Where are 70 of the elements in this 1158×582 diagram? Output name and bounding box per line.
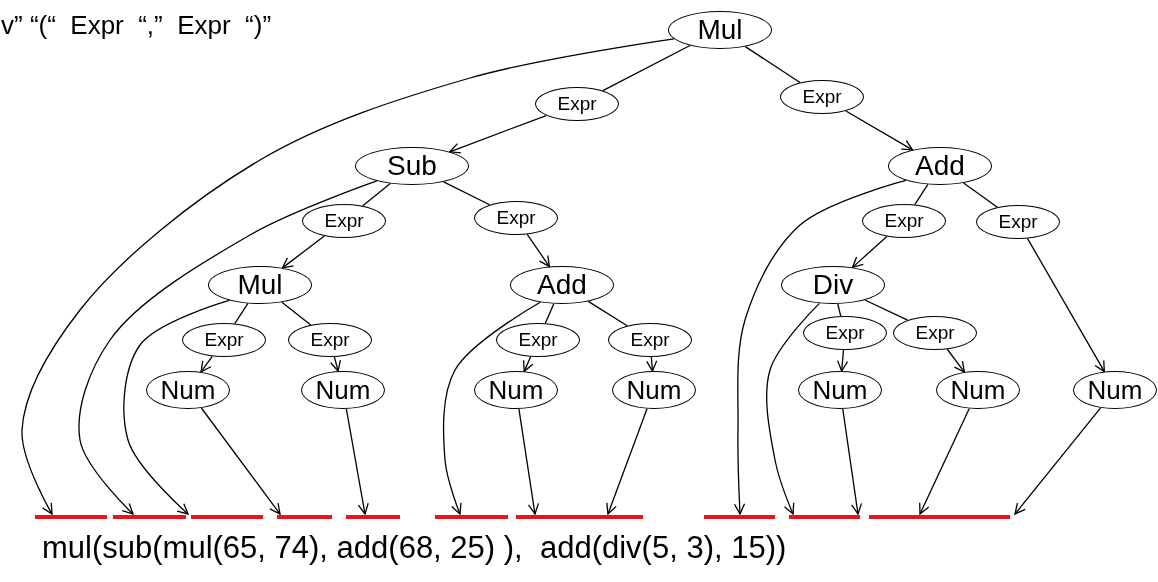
underline-bar	[789, 515, 860, 519]
connector-line	[587, 300, 628, 327]
underline-bar	[191, 515, 263, 519]
arrow	[733, 179, 907, 515]
connector-line	[914, 183, 929, 206]
underline-bar	[113, 515, 186, 519]
parse-tree-node: Num	[146, 371, 230, 409]
parse-tree-node: Num	[474, 371, 558, 409]
parse-tree-node: Expr	[496, 323, 580, 357]
arrow	[345, 408, 369, 515]
parse-tree-node: Num	[612, 371, 696, 409]
underline-bar	[704, 515, 775, 519]
parse-tree-node: Expr	[780, 80, 864, 114]
arrow	[281, 235, 325, 269]
arrow	[836, 349, 849, 372]
parse-tree-node: Expr	[608, 323, 692, 357]
parse-tree-node: Expr	[803, 316, 887, 350]
parse-tree-node: Expr	[862, 204, 946, 238]
connector-line	[602, 44, 691, 92]
connector-line	[864, 299, 909, 321]
arrow	[526, 233, 550, 268]
parse-tree-node: Expr	[474, 201, 558, 235]
parse-tree-node: Expr	[288, 323, 372, 357]
arrow	[330, 356, 342, 372]
arrow	[449, 114, 547, 154]
connector-line	[744, 45, 801, 84]
parse-tree-node: Expr	[302, 204, 386, 238]
arrow	[606, 408, 648, 515]
parse-tree-node: Add	[888, 147, 992, 185]
parse-tree-node: Num	[1073, 371, 1157, 409]
parse-tree-node: Sub	[355, 147, 469, 185]
arrow	[946, 348, 966, 373]
arrow	[523, 356, 534, 372]
connector-line	[442, 181, 491, 206]
parse-tree-node: Mul	[668, 11, 772, 49]
arrow	[766, 302, 821, 515]
underline-bar	[277, 515, 332, 519]
arrow	[1014, 407, 1102, 515]
parse-tree-node: Expr	[182, 323, 266, 357]
underline-bar	[435, 515, 508, 519]
arrow	[1026, 237, 1106, 373]
parse-tree-node: Expr	[535, 87, 619, 121]
arrow	[21, 38, 675, 515]
underline-bar	[869, 515, 1010, 519]
arrow	[200, 355, 213, 373]
arrow	[845, 110, 914, 151]
grammar-rule: v” “(“ Expr “,” Expr “)”	[1, 10, 272, 41]
underline-bar	[35, 515, 107, 519]
arrow	[646, 356, 658, 372]
arrow	[919, 407, 970, 515]
parse-tree-node: Expr	[976, 205, 1060, 239]
parse-tree-node: Div	[781, 266, 885, 304]
arrow	[78, 180, 378, 515]
arrow	[518, 408, 540, 515]
parse-tree-node: Mul	[208, 266, 312, 304]
parse-tree-node: Num	[936, 371, 1020, 409]
underline-bar	[516, 515, 643, 519]
connector-line	[234, 302, 249, 325]
parse-tree-node: Num	[301, 371, 385, 409]
parse-tree-node: Add	[510, 266, 614, 304]
arrow	[123, 299, 230, 515]
arrow	[200, 407, 281, 515]
source-expression: mul(sub(mul(65, 74), add(68, 25) ), add(div(5, 3), 15))	[42, 530, 787, 566]
parse-tree-node: Expr	[893, 316, 977, 350]
parse-tree-node: Num	[798, 371, 882, 409]
connector-line	[837, 303, 842, 317]
arrow	[842, 408, 863, 515]
connector-line	[544, 303, 555, 324]
underline-bar	[346, 515, 400, 519]
connector-line	[962, 182, 998, 208]
